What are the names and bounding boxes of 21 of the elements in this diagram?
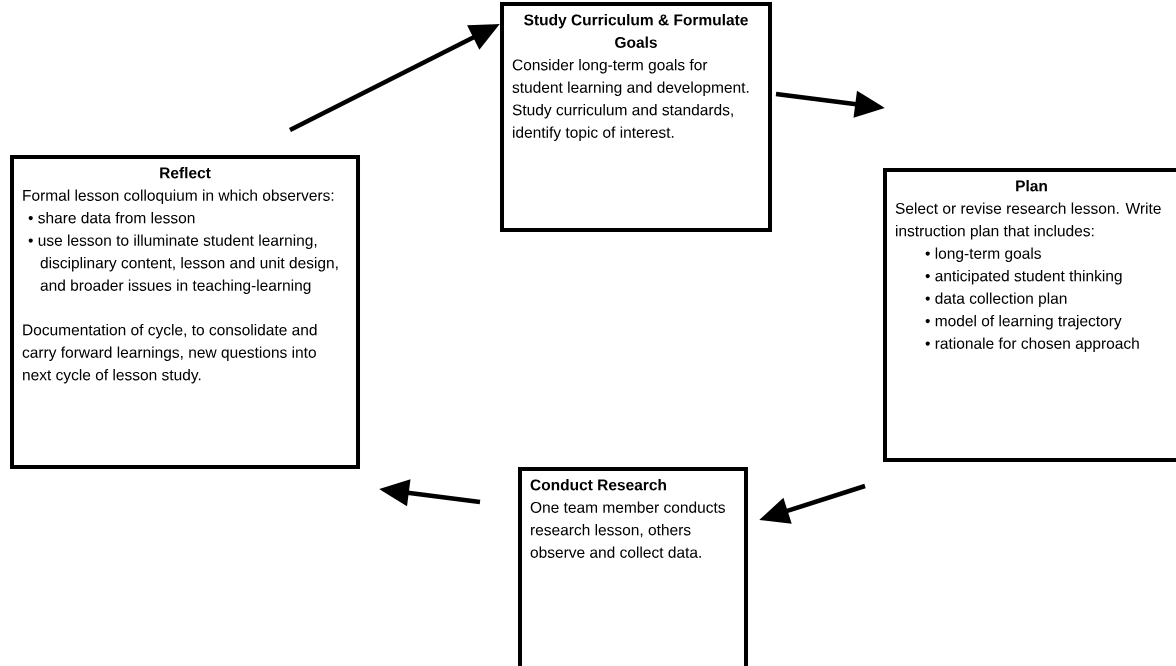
process-box: [883, 168, 1176, 462]
box-text: Study curriculum and standards, identify topic of interest.: [512, 104, 733, 141]
box-text: Select or revise research lesson. Write instruction plan that includes:: [895, 202, 1161, 240]
bullet-item: • model of learning trajectory: [925, 315, 1122, 330]
box-heading: Reflect: [160, 167, 211, 179]
process-box: [500, 2, 772, 232]
box-heading: Conduct Research: [530, 479, 666, 491]
bullet-item: • share data from lesson: [28, 212, 195, 224]
bullet-item: • data collection plan: [925, 292, 1067, 307]
process-box: [518, 467, 748, 666]
bullet-item: • rationale for chosen approach: [925, 337, 1139, 352]
box-text: Consider long-term goals for student learning and development.: [512, 59, 749, 96]
process-box: [10, 155, 360, 469]
box-text: Formal lesson colloquium in which observers:: [23, 189, 334, 204]
bullet-item: • long-term goals: [925, 247, 1041, 262]
bullet-item: • anticipated student thinking: [925, 270, 1122, 285]
box-text: Documentation of cycle, to consolidate and carry forward learnings, new questions into next cycle of lesson study.: [22, 324, 317, 384]
box-heading: Study Curriculum & Formulate Goals: [524, 14, 748, 48]
box-heading: Plan: [1016, 180, 1047, 192]
box-text: One team member conducts research lesson, others observe and collect data.: [530, 501, 725, 558]
bullet-item: • use lesson to illuminate student learning, disciplinary content, lesson and unit design, and broader issues in teaching-learning: [28, 234, 338, 294]
